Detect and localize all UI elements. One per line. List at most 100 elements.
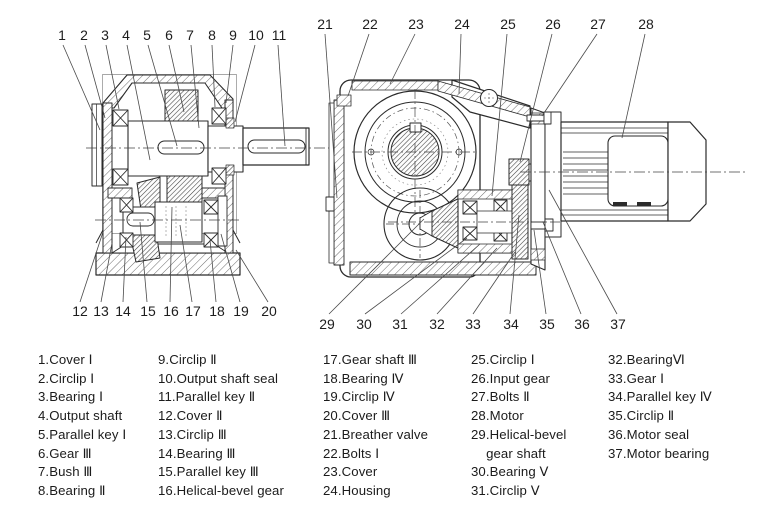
legend-item: 1.Cover Ⅰ <box>38 352 93 367</box>
housing-mid-wall-left <box>107 187 133 199</box>
left-section-view <box>86 74 330 276</box>
legend-item: 26.Input gear <box>471 370 551 386</box>
bolt-2-bottom <box>530 221 546 230</box>
gearbox-section-diagram: 1 2 3 4 5 6 7 8 9 10 11 12 13 14 15 16 1… <box>58 16 745 332</box>
legend-item: 2.Circlip Ⅰ <box>38 370 95 386</box>
output-shaft-step <box>207 125 244 173</box>
callout-11: 11 <box>272 27 287 43</box>
callout-10: 10 <box>248 27 264 43</box>
parallel-key-1-slot <box>157 140 205 155</box>
callout-16: 16 <box>163 303 179 319</box>
callout-37: 37 <box>610 316 626 332</box>
motor-foot <box>637 202 651 206</box>
parts-column-4: 25.Circlip Ⅰ 26.Input gear 27.Bolts Ⅱ 28… <box>471 351 566 501</box>
callout-5: 5 <box>143 27 151 43</box>
legend-item: 9.Circlip Ⅱ <box>158 352 217 367</box>
callout-numbers: 1 2 3 4 5 6 7 8 9 10 11 12 13 14 15 16 1… <box>58 16 654 332</box>
legend-item: 13.Circlip Ⅲ <box>158 426 227 442</box>
bearings-left-view <box>112 107 227 248</box>
motor-flange <box>544 111 562 238</box>
bolt-1 <box>336 94 352 107</box>
legend-item: 20.Cover Ⅲ <box>323 408 391 424</box>
motor-foot <box>613 202 627 206</box>
callout-19: 19 <box>233 303 249 319</box>
motor-end-cap <box>667 121 707 222</box>
callout-35: 35 <box>539 316 555 332</box>
callout-12: 12 <box>72 303 88 319</box>
callout-14: 14 <box>115 303 131 319</box>
motor <box>520 121 745 222</box>
cover-3-plate <box>217 195 228 247</box>
legend-item: 23.Cover <box>323 464 378 480</box>
housing-left-wall <box>102 102 113 254</box>
callout-1: 1 <box>58 27 66 43</box>
gear-shaft-3-section <box>154 201 203 243</box>
parts-column-3: 17.Gear shaft Ⅲ 18.Bearing Ⅳ 19.Circlip … <box>323 351 428 501</box>
callout-9: 9 <box>229 27 237 43</box>
callout-23: 23 <box>408 16 424 32</box>
housing-base <box>95 252 241 276</box>
callout-2: 2 <box>80 27 88 43</box>
callout-34: 34 <box>503 316 519 332</box>
callout-22: 22 <box>362 16 378 32</box>
legend-item: 6.Gear Ⅲ <box>38 445 92 461</box>
legend-item: 29.Helical-bevel gear shaft <box>471 426 567 461</box>
bore-keyway <box>409 122 422 133</box>
callout-27: 27 <box>590 16 606 32</box>
legend-item: 24.Housing <box>323 482 391 498</box>
legend-item: 8.Bearing Ⅱ <box>38 482 106 498</box>
callout-4: 4 <box>122 27 130 43</box>
legend-item: 12.Cover Ⅱ <box>158 408 223 424</box>
legend-item: 32.BearingⅥ <box>608 352 686 367</box>
output-shaft-seal-lower <box>225 164 235 176</box>
parts-column-5: 32.BearingⅥ 33.Gear Ⅰ 34.Parallel key Ⅳ … <box>608 351 712 463</box>
legend-item: 7.Bush Ⅲ <box>38 464 93 480</box>
motor-adapter-bell <box>530 107 546 271</box>
output-shaft-seal-upper <box>225 117 235 129</box>
callout-20: 20 <box>261 303 277 319</box>
callout-13: 13 <box>93 303 109 319</box>
callout-32: 32 <box>429 316 445 332</box>
legend-item: 25.Circlip Ⅰ <box>471 352 535 367</box>
legend-item: 11.Parallel key Ⅱ <box>158 389 256 405</box>
callout-30: 30 <box>356 316 372 332</box>
legend-item: 14.Bearing Ⅲ <box>158 445 236 461</box>
legend-item: 3.Bearing Ⅰ <box>38 389 104 405</box>
callout-3: 3 <box>101 27 109 43</box>
legend-item: 33.Gear Ⅰ <box>608 370 665 386</box>
motor-cooling-fins <box>563 151 612 195</box>
callout-36: 36 <box>574 316 590 332</box>
legend-item: 21.Breather valve <box>323 426 429 442</box>
legend-item: 19.Circlip Ⅳ <box>323 389 395 405</box>
legend-item: 5.Parallel key Ⅰ <box>38 426 127 442</box>
parts-column-2: 9.Circlip Ⅱ 10.Output shaft seal 11.Para… <box>158 351 284 501</box>
parts-column-1: 1.Cover Ⅰ 2.Circlip Ⅰ 3.Bearing Ⅰ 4.Outp… <box>38 351 126 501</box>
callout-29: 29 <box>319 316 335 332</box>
gear-3-section <box>164 89 199 122</box>
breather-valve <box>325 196 335 212</box>
legend-item: 4.Output shaft <box>38 408 123 424</box>
motor-terminal-box <box>607 135 669 207</box>
callout-26: 26 <box>545 16 561 32</box>
parallel-key-2-slot <box>247 139 306 154</box>
callout-31: 31 <box>392 316 408 332</box>
cover-1-plate <box>91 103 103 187</box>
housing-top-band <box>351 80 439 91</box>
callout-28: 28 <box>638 16 654 32</box>
callout-15: 15 <box>140 303 156 319</box>
callout-21: 21 <box>317 16 333 32</box>
legend-item: 22.Bolts Ⅰ <box>323 445 380 461</box>
housing-floor <box>349 261 537 276</box>
legend-item: 30.Bearing Ⅴ <box>471 464 549 480</box>
legend-item: 15.Parallel key Ⅲ <box>158 464 259 480</box>
legend-item: 28.Motor <box>471 408 524 424</box>
legend-item: 16.Helical-bevel gear <box>158 482 284 498</box>
legend-item: 36.Motor seal <box>608 426 690 442</box>
callout-24: 24 <box>454 16 470 32</box>
callout-7: 7 <box>186 27 194 43</box>
legend-item: 18.Bearing Ⅳ <box>323 370 404 386</box>
callout-6: 6 <box>165 27 173 43</box>
legend-item: 35.Circlip Ⅱ <box>608 408 675 424</box>
legend-item: 27.Bolts Ⅱ <box>471 389 530 405</box>
